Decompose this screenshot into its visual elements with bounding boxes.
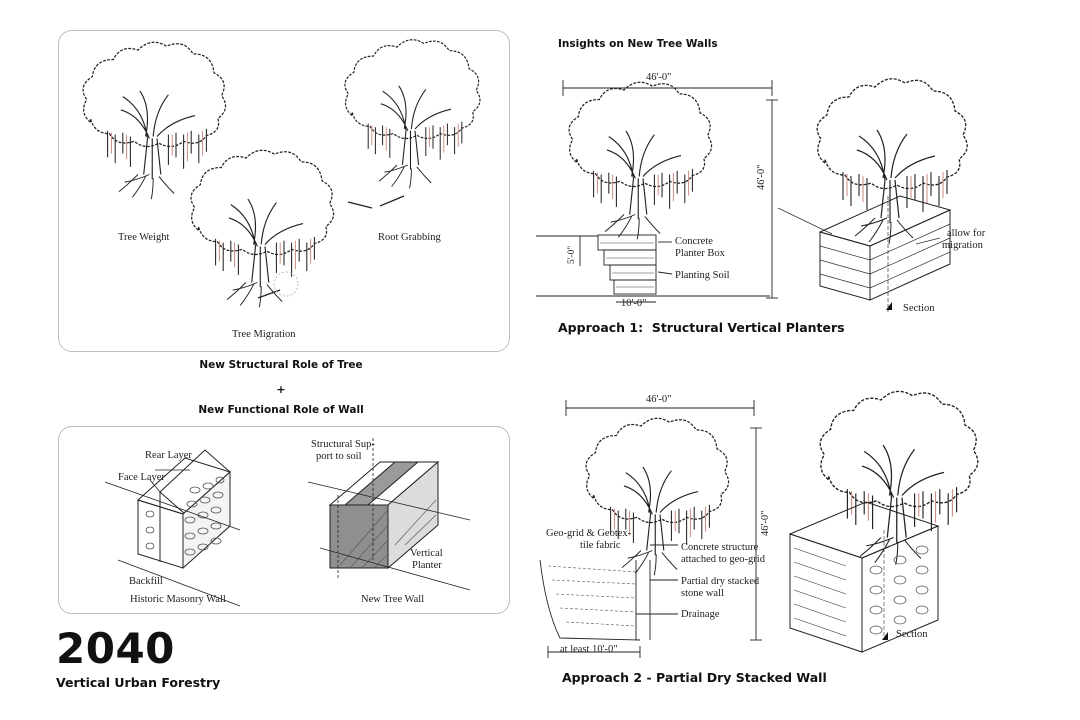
a2-section: Section [896, 629, 928, 640]
a2-partial-2: stone wall [681, 588, 724, 599]
insights-heading: Insights on New Tree Walls [558, 38, 718, 50]
a1-dim-height: 46'-0" [756, 164, 767, 190]
a2-drainage: Drainage [681, 609, 720, 620]
label-historic-wall: Historic Masonry Wall [130, 594, 226, 605]
a1-planting-soil: Planting Soil [675, 270, 730, 281]
a1-dim-width: 46'-0" [646, 72, 672, 83]
a1-dim-box-height: 5'-0" [567, 245, 577, 264]
a2-concrete-1: Concrete structure [681, 542, 759, 553]
a2-geogrid-2: tile fabric [580, 540, 621, 551]
a2-dim-base: at least 10'-0" [560, 644, 618, 655]
tree-role-panel [58, 30, 510, 352]
label-rear-layer: Rear Layer [145, 450, 192, 461]
approach1-title: Approach 1: Structural Vertical Planters [558, 320, 845, 335]
a1-section: Section [903, 303, 935, 314]
label-structural-support-1: Structural Sup- [311, 439, 375, 450]
a1-concrete-1: Concrete [675, 236, 713, 247]
a1-concrete-2: Planter Box [675, 248, 725, 259]
a2-concrete-2: attached to geo-grid [681, 554, 765, 565]
a1-allow-1: allow for [947, 228, 986, 239]
label-backfill: Backfill [129, 576, 163, 587]
label-vertical-2: Planter [412, 560, 442, 571]
label-tree-weight: Tree Weight [118, 232, 170, 243]
label-vertical-1: Vertical [410, 548, 443, 559]
wall-role-panel [58, 426, 510, 614]
a1-dim-base: 10'-0" [621, 298, 647, 309]
a2-geogrid-1: Geo-grid & Geotex- [546, 528, 632, 539]
label-structural-support-2: port to soil [316, 451, 362, 462]
caption-structural-role: New Structural Role of Tree [199, 359, 363, 371]
a2-dim-height: 46'-0" [760, 510, 771, 536]
caption-plus: + [276, 383, 286, 396]
label-face-layer: Face Layer [118, 472, 165, 483]
caption-functional-role: New Functional Role of Wall [198, 404, 364, 416]
a2-partial-1: Partial dry stacked [681, 576, 760, 587]
approach2-title: Approach 2 - Partial Dry Stacked Wall [562, 670, 827, 685]
brand-year: 2040 [56, 624, 175, 673]
a2-dim-width: 46'-0" [646, 394, 672, 405]
a1-allow-2: migration [942, 240, 983, 251]
label-tree-migration: Tree Migration [232, 329, 296, 340]
label-new-tree-wall: New Tree Wall [361, 594, 425, 605]
label-root-grabbing: Root Grabbing [378, 232, 441, 243]
brand-subtitle: Vertical Urban Forestry [56, 675, 221, 690]
